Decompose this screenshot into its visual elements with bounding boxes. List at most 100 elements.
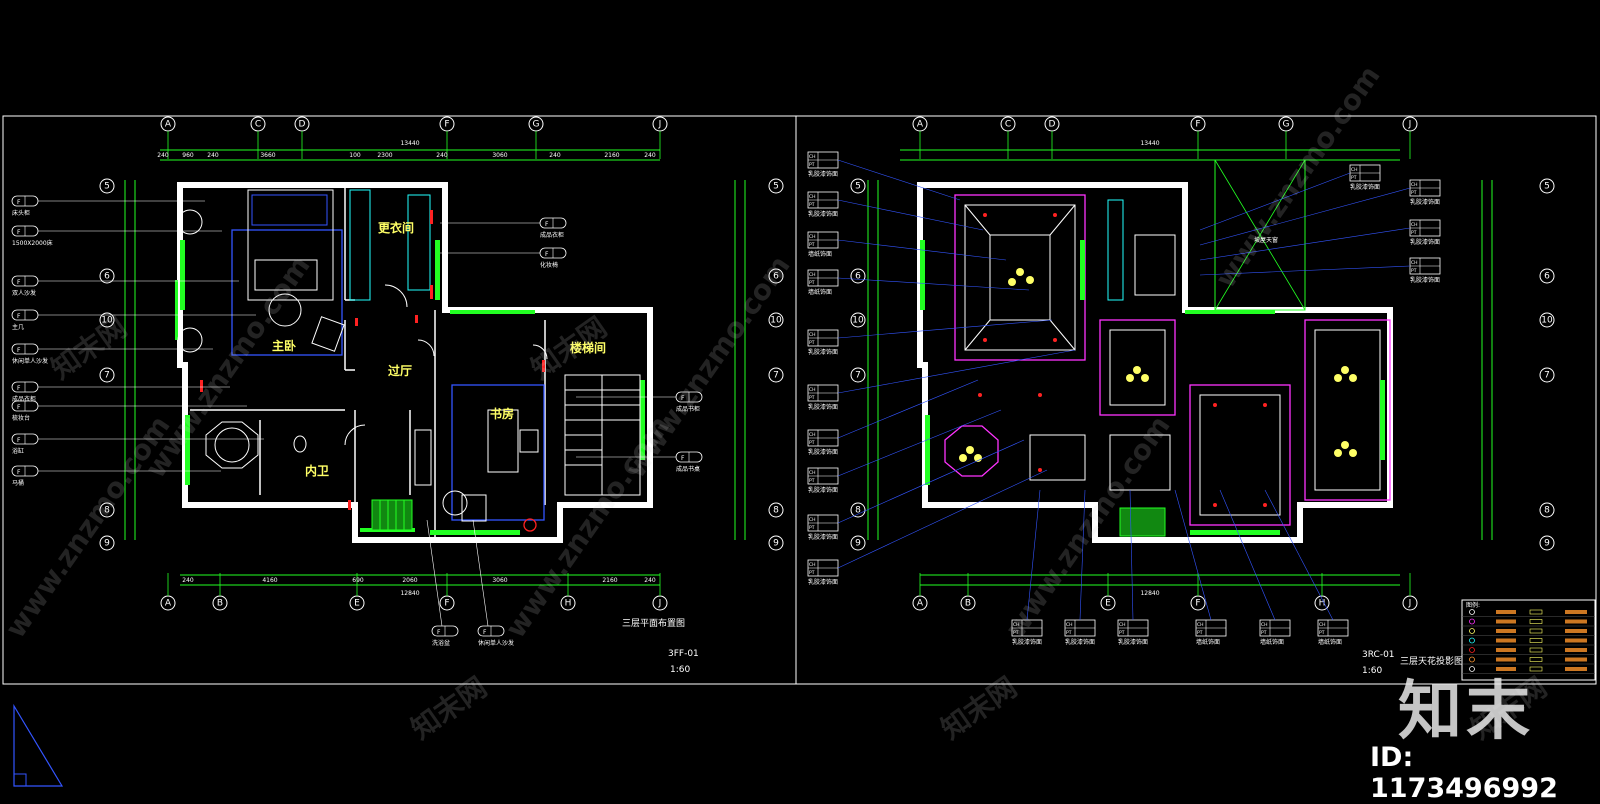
svg-text:CH: CH [1351, 167, 1358, 173]
left-drawing-code: 3FF-01 [668, 649, 699, 659]
right-drawing-scale: 1:60 [1362, 666, 1382, 676]
grid-bubble: 5 [850, 178, 866, 194]
callout-label: 浴缸 [12, 447, 24, 455]
finish-label: 乳胶漆饰面 [1350, 183, 1380, 191]
dim-text: 240 [644, 577, 656, 584]
svg-text:CH: CH [1261, 622, 1268, 628]
svg-text:CH: CH [1411, 222, 1418, 228]
svg-text:F: F [17, 469, 21, 476]
grid-bubble: C [1000, 116, 1016, 132]
grid-label: H [1319, 599, 1326, 609]
grid-label: 9 [104, 539, 110, 549]
grid-bubble: 5 [768, 178, 784, 194]
svg-text:PT: PT [1351, 175, 1357, 181]
grid-bubble: 5 [99, 178, 115, 194]
svg-text:CH: CH [809, 470, 816, 476]
grid-bubble: 10 [1539, 312, 1555, 328]
svg-text:CH: CH [809, 194, 816, 200]
grid-bubble: 10 [768, 312, 784, 328]
finish-label: 墙纸饰面 [808, 288, 832, 296]
callout-label: 化妆椅 [540, 261, 558, 269]
svg-text:www.znzmo.com: www.znzmo.com [619, 250, 797, 484]
grid-label: 10 [770, 316, 782, 326]
finish-label: 乳胶漆饰面 [1118, 638, 1148, 646]
svg-text:PT: PT [1411, 190, 1417, 196]
svg-text:F: F [437, 629, 441, 636]
grid-label: 5 [773, 182, 779, 192]
finish-label: 乳胶漆饰面 [1410, 238, 1440, 246]
grid-label: 9 [855, 539, 861, 549]
grid-bubble: F [439, 595, 455, 611]
svg-text:知末网: 知末网 [405, 671, 493, 746]
room-label-bath: 内卫 [305, 463, 329, 478]
finish-label: 乳胶漆饰面 [808, 403, 838, 411]
finish-label: 墙纸饰面 [1260, 638, 1284, 646]
finish-label: 墙纸饰面 [1318, 638, 1342, 646]
grid-bubble: 8 [1539, 502, 1555, 518]
finish-label: 乳胶漆饰面 [808, 578, 838, 586]
grid-bubble: F [1190, 116, 1206, 132]
grid-label: 5 [1544, 182, 1550, 192]
grid-bubble: A [160, 116, 176, 132]
grid-bubble: 6 [850, 268, 866, 284]
svg-text:F: F [681, 455, 685, 462]
grid-label: 10 [852, 316, 864, 326]
grid-bubble: A [912, 116, 928, 132]
right-drawing-title: 三层天花投影图 [1400, 655, 1463, 667]
grid-label: 8 [104, 506, 110, 516]
grid-label: B [965, 599, 971, 609]
grid-label: G [533, 120, 540, 130]
roof-note: 坡屋天窗 [1254, 236, 1278, 244]
grid-label: G [1283, 120, 1290, 130]
dim-text: 960 [182, 152, 194, 159]
svg-text:F: F [17, 385, 21, 392]
svg-text:CH: CH [1119, 622, 1126, 628]
grid-label: F [444, 599, 449, 609]
grid-bubble: J [1402, 116, 1418, 132]
grid-label: 6 [773, 272, 779, 282]
grid-bubble: 6 [99, 268, 115, 284]
grid-bubble: 9 [1539, 535, 1555, 551]
grid-label: 6 [855, 272, 861, 282]
grid-label: 9 [1544, 539, 1550, 549]
dim-text: 2160 [602, 577, 617, 584]
grid-label: A [917, 599, 924, 609]
svg-text:CH: CH [809, 517, 816, 523]
grid-bubble: 6 [768, 268, 784, 284]
svg-text:F: F [17, 313, 21, 320]
grid-label: 8 [855, 506, 861, 516]
ceiling-tags-left: CHPT乳胶漆饰面CHPT乳胶漆饰面CHPT墙纸饰面CHPT墙纸饰面CHPT乳胶… [807, 151, 1076, 586]
dim-text: 100 [349, 152, 361, 159]
svg-text:CH: CH [809, 562, 816, 568]
dim-text: 690 [352, 577, 364, 584]
finish-label: 乳胶漆饰面 [1410, 198, 1440, 206]
finish-label: 乳胶漆饰面 [808, 348, 838, 356]
finish-label: 乳胶漆饰面 [1012, 638, 1042, 646]
grid-bubble: B [212, 595, 228, 611]
grid-bubble: 9 [768, 535, 784, 551]
overall-dim-top: 13440 [400, 140, 419, 147]
grid-bubble: 8 [99, 502, 115, 518]
grid-label: 7 [104, 371, 110, 381]
callout-label: 成品衣柜 [540, 231, 564, 239]
